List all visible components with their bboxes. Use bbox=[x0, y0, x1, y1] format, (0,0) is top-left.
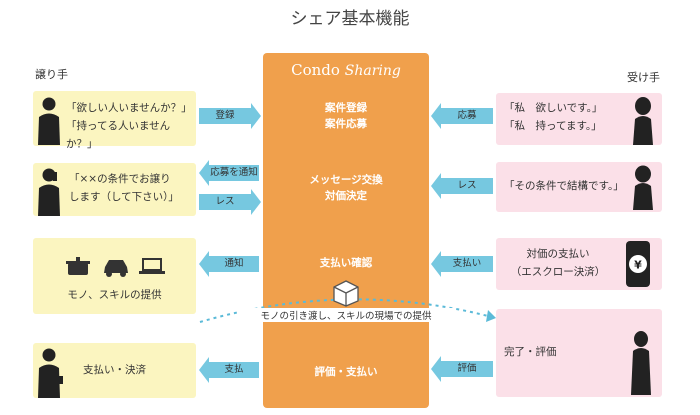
businessman-icon bbox=[38, 97, 60, 145]
arrow-evaluate: 評価 bbox=[431, 356, 493, 382]
arrow-pay: 支払 bbox=[199, 357, 259, 383]
condo-sharing-platform bbox=[263, 53, 429, 408]
giver-box-3: モノ、スキルの提供 bbox=[33, 238, 196, 314]
receiver-label: 受け手 bbox=[627, 71, 660, 84]
smartphone-yen-icon: ¥ bbox=[626, 241, 650, 287]
diagram-title: シェア基本機能 bbox=[290, 9, 410, 29]
laptop-icon bbox=[139, 258, 165, 274]
woman-standing-icon bbox=[631, 331, 651, 395]
receiver-box-1: 「私 欲しいです。」 「私 持ってます。」 bbox=[496, 93, 662, 145]
pot-icon bbox=[66, 257, 90, 275]
giver-box-1: 「欲しい人いませんか？」 「持ってる人いませんか？」 bbox=[33, 91, 196, 150]
delivery-label: モノの引き渡し、スキルの現場での提供 bbox=[238, 308, 454, 322]
arrow-notify: 通知 bbox=[199, 251, 259, 277]
center-step-4: 評価・支払い bbox=[314, 366, 378, 378]
center-step-1: 案件登録案件応募 bbox=[325, 102, 367, 130]
giver-box-2: 「××の条件でお譲り します（して下さい）」 bbox=[33, 163, 196, 216]
svg-text:¥: ¥ bbox=[634, 259, 642, 272]
receiver-box-2: 「その条件で結構です。」 bbox=[496, 162, 662, 212]
center-step-3: 支払い確認 bbox=[319, 257, 373, 269]
package-icon bbox=[333, 280, 359, 307]
arrow-notify-application: 応募を通知 bbox=[199, 160, 259, 186]
giver-label: 譲り手 bbox=[35, 68, 68, 81]
receiver-box-3: 対価の支払い （エスクロー決済） ¥ bbox=[496, 238, 662, 290]
center-step-2: メッセージ交換対価決定 bbox=[309, 174, 383, 202]
arrow-apply: 応募 bbox=[431, 103, 493, 129]
arrow-register: 登録 bbox=[199, 103, 261, 129]
car-icon bbox=[104, 260, 128, 277]
man-with-bag-icon bbox=[38, 348, 63, 398]
woman-phone-icon bbox=[633, 165, 653, 210]
brand-logo: Condo Sharing bbox=[291, 61, 401, 79]
arrow-reply-left: レス bbox=[199, 189, 261, 215]
phone-call-man-icon bbox=[38, 168, 60, 216]
arrow-payment: 支払い bbox=[431, 251, 493, 277]
giver-box-4: 支払い・決済 bbox=[33, 343, 196, 398]
receiver-box-4: 完了・評価 bbox=[496, 309, 662, 397]
arrow-reply-right: レス bbox=[431, 173, 493, 199]
woman-thinking-icon bbox=[633, 97, 653, 145]
